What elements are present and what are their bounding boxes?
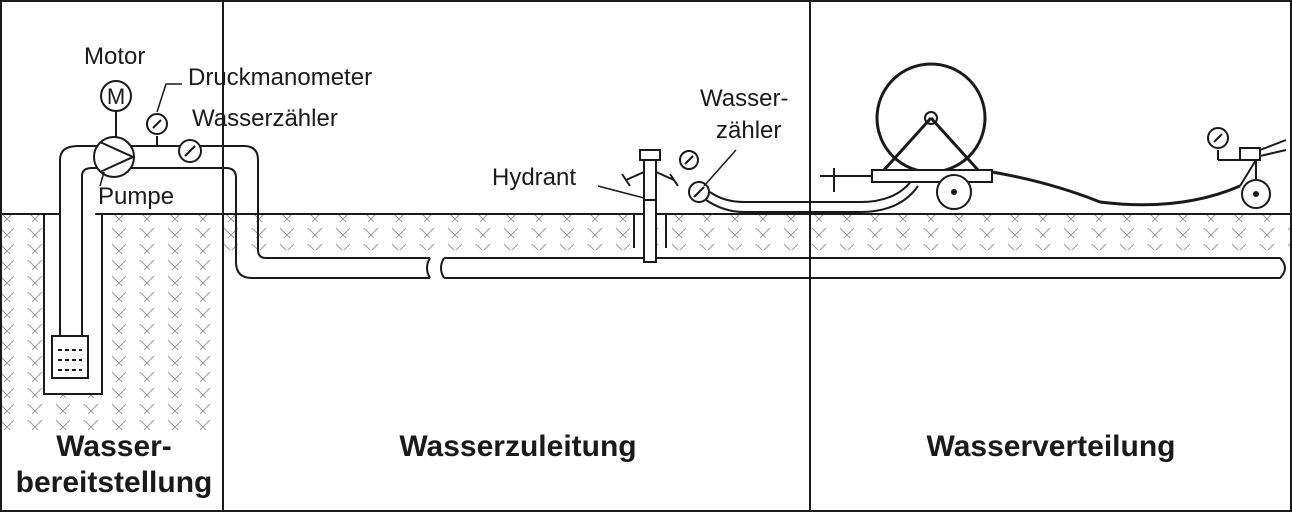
meter-needle	[184, 145, 196, 157]
pump-triangle	[99, 141, 136, 173]
label-water-meter-2-line2: zähler	[716, 117, 781, 144]
gauge-needle-2	[684, 155, 694, 165]
meter-leader-2	[703, 149, 737, 187]
section-supply-line1: Wasser-	[56, 430, 172, 463]
filter-slots	[58, 349, 82, 371]
supply-hose	[705, 179, 919, 213]
section-supply-line2: bereitstellung	[16, 466, 213, 499]
label-pressure-gauge: Druckmanometer	[188, 64, 372, 91]
label-water-meter-2-line1: Wasser-	[700, 85, 788, 112]
hose-reel-machine	[820, 62, 993, 210]
gauge-needle	[152, 119, 162, 129]
motor-letter: M	[107, 84, 125, 109]
motor-symbol	[100, 80, 132, 112]
gauge-leader	[156, 83, 182, 113]
pump-leader	[99, 171, 105, 187]
distribution-hose	[991, 170, 1241, 207]
meter-needle-2	[693, 186, 705, 198]
section-conveyance: Wasserzuleitung	[399, 430, 636, 463]
section-distribution: Wasserverteilung	[927, 430, 1176, 463]
label-pump: Pumpe	[98, 183, 174, 210]
soil-well-area	[2, 250, 222, 430]
surface-pipe	[130, 145, 430, 279]
label-hydrant: Hydrant	[492, 164, 576, 191]
hydrant	[597, 149, 679, 263]
well-filter	[51, 335, 89, 379]
riser-pipe	[59, 145, 100, 340]
pipe-break	[426, 257, 445, 279]
main-pipe	[444, 257, 1286, 279]
label-motor: Motor	[84, 43, 145, 70]
label-water-meter: Wasserzähler	[192, 105, 338, 132]
sprinkler-cart	[1207, 127, 1287, 209]
